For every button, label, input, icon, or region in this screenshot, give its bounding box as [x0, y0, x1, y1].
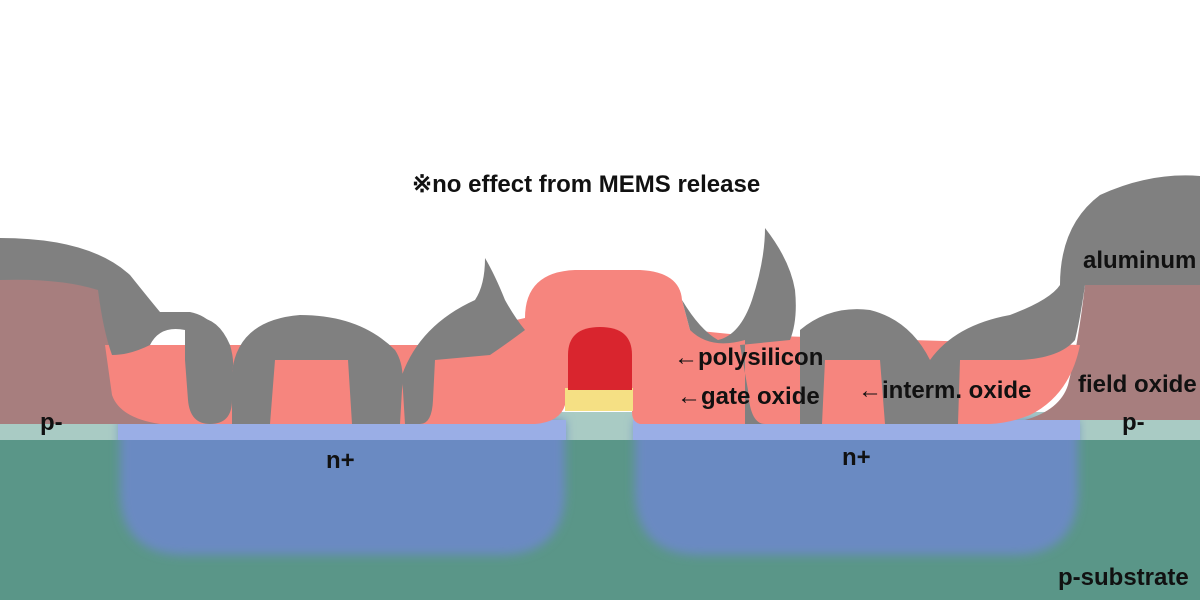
aluminum-contact-1	[185, 317, 234, 424]
n-plus-left-label: n+	[326, 447, 355, 474]
aluminum-layer	[0, 175, 1200, 424]
polysilicon-gate	[568, 327, 632, 390]
n-plus-region-right	[635, 420, 1078, 555]
aluminum-contact-2	[232, 315, 403, 424]
p-minus-right-label: p-	[1122, 409, 1145, 436]
aluminum-contact-3	[402, 258, 525, 424]
field-oxide-right	[1025, 285, 1200, 420]
p-minus-left-label: p-	[40, 409, 63, 436]
field-oxide-left	[0, 278, 165, 424]
polysilicon-label: ←polysilicon	[674, 344, 823, 371]
field-oxide-label: field oxide	[1078, 371, 1197, 398]
note-text: ※no effect from MEMS release	[412, 171, 760, 198]
n-plus-surface-right	[633, 420, 1080, 440]
gate-oxide-label: ←gate oxide	[677, 383, 820, 410]
n-plus-region-left	[120, 420, 565, 555]
p-substrate-label: p-substrate	[1058, 564, 1189, 591]
aluminum-label: aluminum	[1083, 247, 1196, 274]
aluminum-spike	[682, 228, 930, 424]
aluminum-left-cap	[0, 238, 225, 360]
n-plus-surface-left	[118, 420, 566, 440]
gate-oxide-layer	[565, 388, 633, 411]
interm-oxide-label: ←interm. oxide	[858, 377, 1031, 404]
n-plus-right-label: n+	[842, 444, 871, 471]
aluminum-contact-4	[930, 175, 1200, 424]
